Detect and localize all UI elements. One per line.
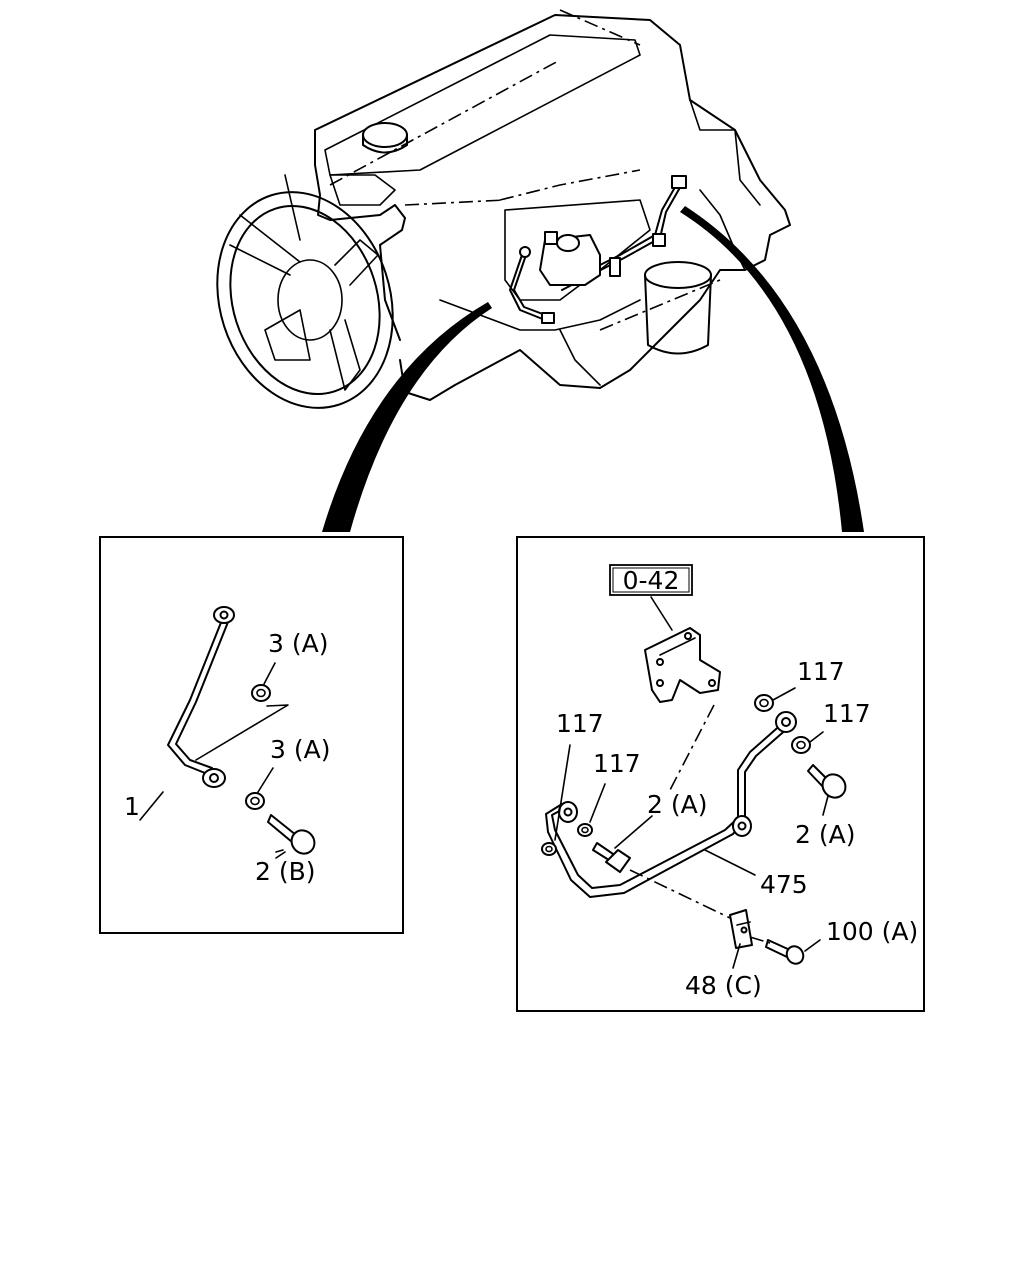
washer-117-a — [541, 842, 557, 856]
reference-box: 0-42 — [609, 564, 693, 596]
washer-3a-upper — [251, 684, 271, 702]
label-washer-117-c: 117 — [797, 657, 845, 686]
clip-48c — [729, 909, 753, 949]
label-clip-48c: 48 (C) — [685, 971, 762, 1000]
label-bolt-2a-right: 2 (A) — [795, 820, 855, 849]
oil-pipe-1 — [167, 606, 235, 788]
label-bolt-100a: 100 (A) — [826, 917, 918, 946]
bolt-100a — [765, 939, 805, 965]
label-bolt-b: 2 (B) — [255, 857, 316, 886]
right-detail-panel: 0-42 — [516, 536, 925, 1012]
washer-117-b — [577, 823, 593, 837]
label-washer-117-a: 117 — [556, 709, 604, 738]
left-detail-panel: 3 (A) 3 (A) 1 2 (B) — [99, 536, 404, 934]
label-pipe-475: 475 — [760, 870, 808, 899]
washer-117-d — [791, 736, 811, 754]
washer-3a-lower — [245, 792, 265, 810]
engine-illustration — [216, 9, 864, 532]
label-bolt-2a-center: 2 (A) — [647, 790, 707, 819]
reference-label: 0-42 — [623, 566, 680, 595]
label-washer-upper: 3 (A) — [268, 629, 328, 658]
label-washer-lower: 3 (A) — [270, 735, 330, 764]
eye-bolt-2a-center — [592, 842, 631, 873]
eye-bolt-2b — [267, 814, 316, 855]
eye-bolt-2a-right — [807, 764, 847, 799]
washer-117-c — [754, 694, 774, 712]
label-washer-117-d: 117 — [823, 699, 871, 728]
mounting-bracket — [644, 627, 721, 703]
label-washer-117-b: 117 — [593, 749, 641, 778]
label-pipe: 1 — [124, 792, 140, 821]
oil-pipe-475 — [545, 711, 797, 898]
